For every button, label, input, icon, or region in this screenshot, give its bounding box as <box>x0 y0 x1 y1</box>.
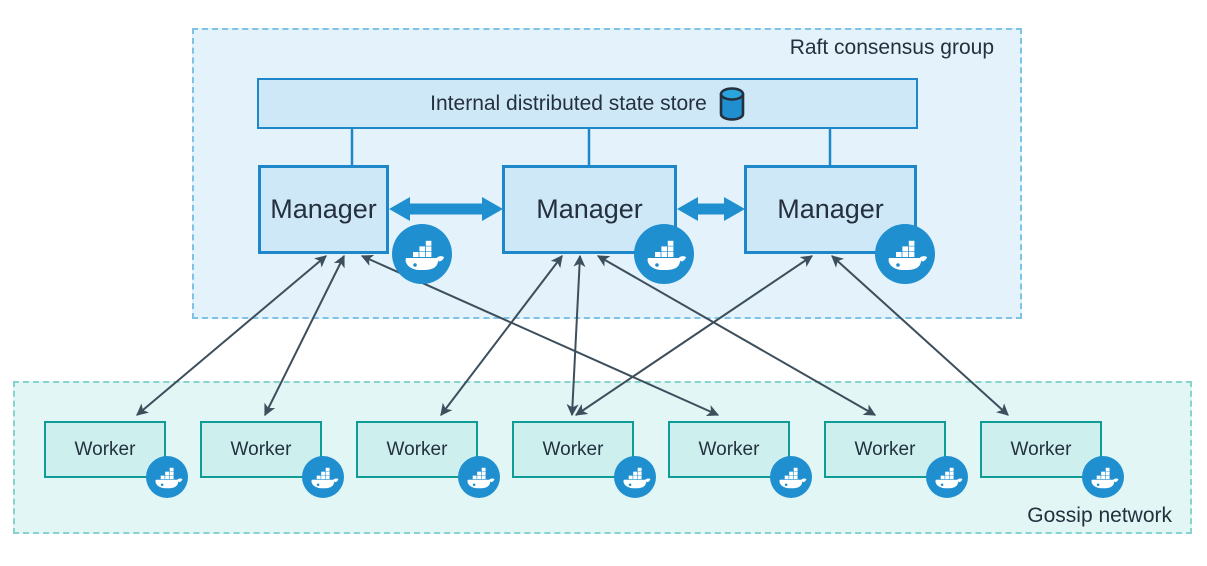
worker-label: Worker <box>542 438 604 460</box>
docker-whale-icon <box>458 456 500 498</box>
docker-whale-icon <box>926 456 968 498</box>
docker-whale-icon <box>875 224 935 284</box>
docker-whale-icon <box>1082 456 1124 498</box>
worker-label: Worker <box>386 438 448 460</box>
worker-node-2[interactable]: Worker <box>356 421 478 478</box>
manager-node-0[interactable]: Manager <box>258 165 389 254</box>
docker-whale-icon <box>302 456 344 498</box>
worker-label: Worker <box>230 438 292 460</box>
worker-node-3[interactable]: Worker <box>512 421 634 478</box>
worker-node-6[interactable]: Worker <box>980 421 1102 478</box>
worker-node-5[interactable]: Worker <box>824 421 946 478</box>
internal-distributed-state-store[interactable]: Internal distributed state store <box>257 78 918 129</box>
raft-consensus-group-label: Raft consensus group <box>789 36 994 59</box>
manager-label: Manager <box>777 194 884 224</box>
docker-whale-icon <box>614 456 656 498</box>
worker-label: Worker <box>854 438 916 460</box>
manager-label: Manager <box>536 194 643 224</box>
docker-whale-icon <box>392 224 452 284</box>
docker-whale-icon <box>634 224 694 284</box>
manager-label: Manager <box>270 194 377 224</box>
worker-label: Worker <box>1010 438 1072 460</box>
worker-label: Worker <box>74 438 136 460</box>
worker-node-4[interactable]: Worker <box>668 421 790 478</box>
docker-whale-icon <box>146 456 188 498</box>
database-cylinder-icon <box>719 86 745 121</box>
worker-node-1[interactable]: Worker <box>200 421 322 478</box>
gossip-network-label: Gossip network <box>1027 504 1172 527</box>
manager-node-1[interactable]: Manager <box>502 165 677 254</box>
worker-label: Worker <box>698 438 760 460</box>
state-store-label: Internal distributed state store <box>430 91 707 115</box>
worker-node-0[interactable]: Worker <box>44 421 166 478</box>
docker-whale-icon <box>770 456 812 498</box>
